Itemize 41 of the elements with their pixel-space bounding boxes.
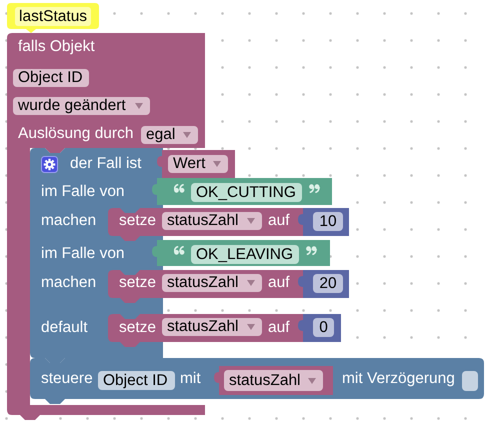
block-label: der Fall ist	[70, 155, 142, 173]
variable-block	[214, 366, 333, 395]
variable-block	[157, 150, 235, 178]
number-field: 20	[313, 274, 343, 293]
dropdown: statusZahl	[162, 212, 262, 230]
block-label: auf	[268, 319, 290, 337]
dropdown: Wert	[168, 155, 228, 173]
dropdown: statusZahl	[162, 318, 262, 336]
block-label: default	[41, 319, 88, 337]
text-block	[152, 178, 332, 205]
block-label: mit	[180, 370, 201, 388]
dropdown: wurde geändert	[13, 97, 150, 115]
number-field: 0	[313, 318, 334, 337]
text-field: OK_CUTTING	[191, 183, 302, 202]
number-block	[298, 314, 341, 342]
dropdown: statusZahl	[162, 274, 262, 292]
object-field: Object ID	[98, 371, 175, 390]
number-block	[298, 270, 349, 298]
block-label: auf	[268, 212, 290, 230]
block-label: setze	[119, 274, 156, 292]
number-field: 10	[313, 212, 343, 231]
number-block	[298, 208, 349, 236]
dropdown: egal	[141, 126, 198, 144]
block-label: steuere	[41, 370, 93, 388]
control-block	[30, 358, 484, 404]
comment-bubble	[7, 3, 99, 33]
text-field: OK_LEAVING	[191, 245, 299, 264]
block-label: falls Objekt	[18, 38, 95, 56]
block-label: mit Verzögerung	[342, 370, 455, 388]
dropdown: statusZahl	[224, 370, 323, 391]
block-label: auf	[268, 274, 290, 292]
text-block	[152, 240, 330, 266]
object-field: Object ID	[13, 69, 89, 87]
comment-text: lastStatus	[15, 7, 91, 26]
block-label: im Falle von	[41, 245, 125, 263]
block-label: setze	[119, 212, 156, 230]
block-label: setze	[119, 319, 156, 337]
block-label: Auslösung durch	[18, 125, 134, 143]
block-label: im Falle von	[41, 183, 125, 201]
block-label: machen	[41, 274, 96, 292]
block-label: machen	[41, 212, 96, 230]
